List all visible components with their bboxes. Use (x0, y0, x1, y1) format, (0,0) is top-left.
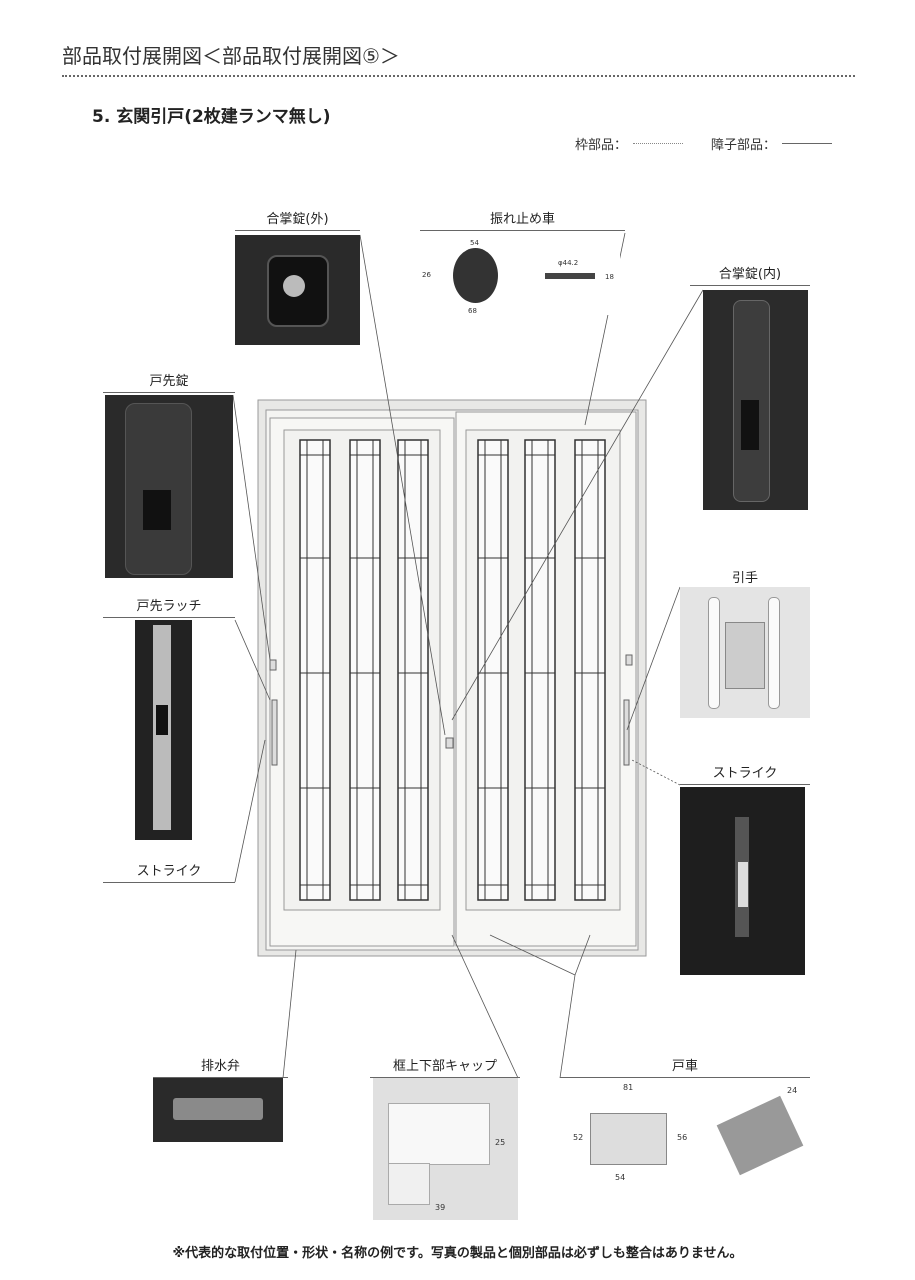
title-divider (62, 75, 855, 77)
label-strike-left: ストライク (103, 860, 235, 883)
page-title: 部品取付展開図＜部品取付展開図⑤＞ (62, 44, 400, 68)
drawing-furedome-wheel: 54 26 68 φ44.2 18 (420, 233, 620, 315)
photo-tosaki-lock (105, 395, 233, 578)
photo-hikite (680, 587, 810, 718)
footer-note: ※代表的な取付位置・形状・名称の例です。写真の製品と個別部品は必ずしも整合はあり… (172, 1246, 743, 1261)
label-furedome-wheel: 振れ止め車 (420, 208, 625, 231)
door-hardware (269, 654, 633, 766)
label-tosaki-lock: 戸先錠 (103, 370, 235, 393)
photo-strike-right (680, 787, 805, 975)
photo-gassho-lock-outer (235, 235, 360, 345)
photo-gassho-lock-inner (703, 290, 808, 510)
label-cap: 框上下部キャップ (370, 1055, 520, 1078)
label-tosaki-latch: 戸先ラッチ (103, 595, 235, 618)
legend-dotted-line (633, 143, 684, 144)
photo-cap: 25 39 (373, 1078, 518, 1220)
label-doguruma: 戸車 (560, 1055, 810, 1078)
label-gassho-lock-inner: 合掌錠(内) (690, 263, 810, 286)
section-heading: 5. 玄関引戸(2枚建ランマ無し) (92, 107, 331, 127)
label-drain-valve: 排水弁 (153, 1055, 288, 1078)
legend: 枠部品： 障子部品： (575, 134, 833, 153)
glass-muntins (300, 440, 605, 900)
legend-solid-line (782, 143, 833, 144)
label-strike-right: ストライク (680, 762, 810, 785)
label-gassho-lock-outer: 合掌錠(外) (235, 208, 360, 231)
drawing-doguruma: 81 52 56 54 24 (565, 1078, 810, 1185)
legend-frame-label: 枠部品： (575, 138, 628, 153)
legend-shoji-label: 障子部品： (711, 138, 777, 153)
photo-tosaki-latch (135, 620, 192, 840)
photo-drain-valve (153, 1078, 283, 1142)
glass-panels (299, 439, 606, 901)
